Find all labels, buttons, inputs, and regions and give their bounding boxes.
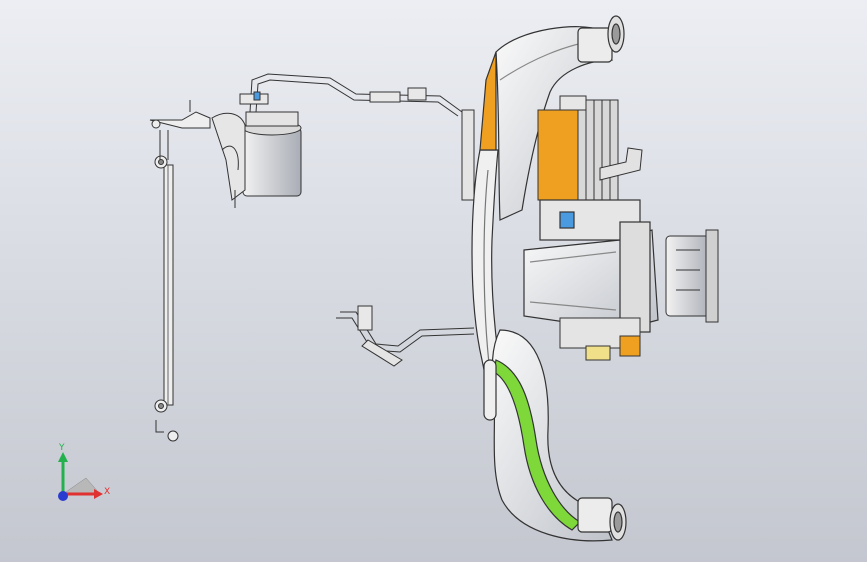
lower-outlet[interactable] (577, 497, 613, 533)
refrigerant-line-upper[interactable] (239, 73, 475, 201)
green-channel[interactable] (493, 359, 581, 531)
orientation-triad (58, 452, 103, 501)
rod-upper-bracket[interactable] (149, 111, 211, 129)
central-plenum[interactable] (523, 199, 659, 333)
drain-tube-left[interactable] (336, 305, 475, 367)
upper-duct[interactable] (479, 15, 625, 221)
x-axis-label: X (104, 487, 111, 497)
y-axis-label: Y (59, 443, 65, 453)
z-axis-dot (58, 491, 68, 501)
canister-assembly[interactable] (211, 111, 302, 208)
canister-body[interactable] (242, 127, 302, 197)
lower-duct[interactable] (483, 329, 627, 542)
lower-components[interactable] (559, 317, 641, 361)
upper-outlet[interactable] (577, 27, 613, 63)
heater-core[interactable] (537, 95, 643, 211)
blower-module[interactable] (665, 229, 719, 323)
orange-baffle[interactable] (479, 51, 497, 151)
left-rod-assembly[interactable] (149, 100, 211, 442)
rod-end-fitting[interactable] (167, 430, 179, 442)
